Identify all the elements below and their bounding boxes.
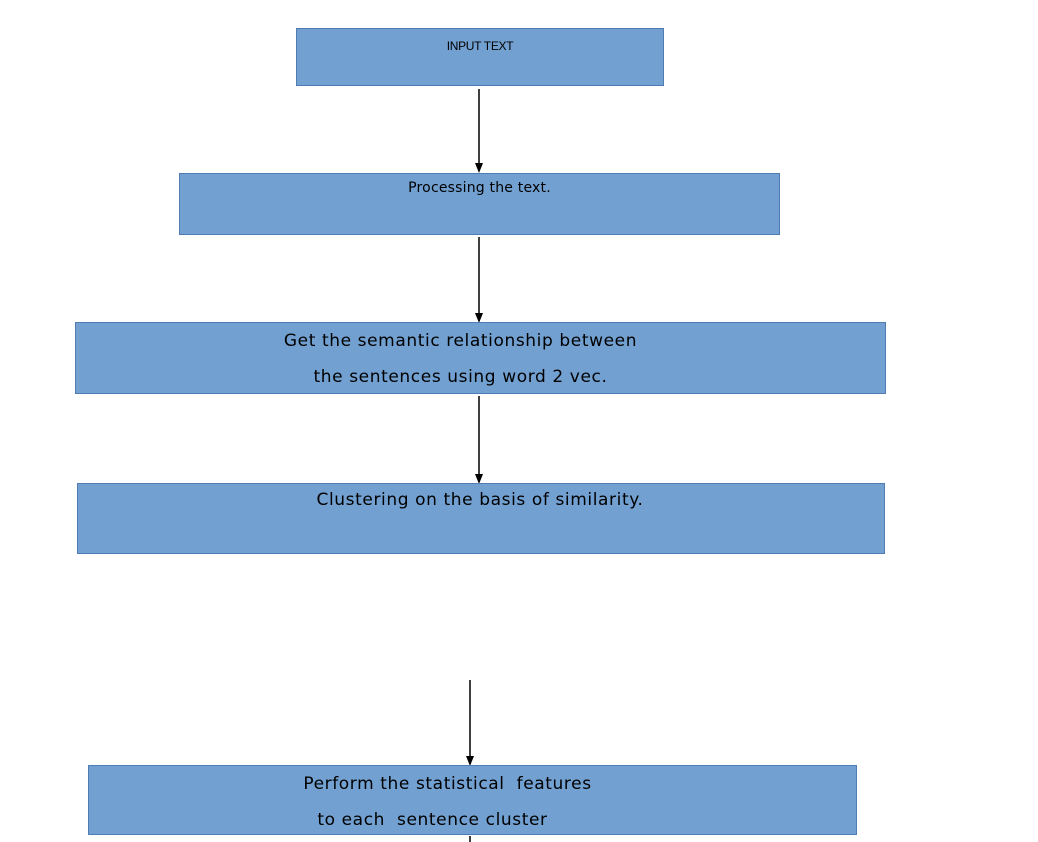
step-4-label: Clustering on the basis of similarity.: [316, 490, 644, 510]
step-statistical-features: Perform the statistical features to each…: [88, 765, 857, 835]
step-input-text: INPUT TEXT: [296, 28, 664, 86]
step-semantic-relationship: Get the semantic relationship between th…: [75, 322, 886, 394]
step-2-label: Processing the text.: [408, 180, 551, 196]
step-processing: Processing the text.: [179, 173, 780, 235]
step-3-label-line-2: the sentences using word 2 vec.: [313, 367, 608, 387]
step-5-label-line-2: to each sentence cluster: [317, 810, 548, 830]
step-1-label: INPUT TEXT: [446, 39, 514, 53]
step-3-label-line-1: Get the semantic relationship between: [283, 331, 638, 351]
step-clustering: Clustering on the basis of similarity.: [77, 483, 885, 554]
step-5-label-line-1: Perform the statistical features: [303, 774, 592, 794]
